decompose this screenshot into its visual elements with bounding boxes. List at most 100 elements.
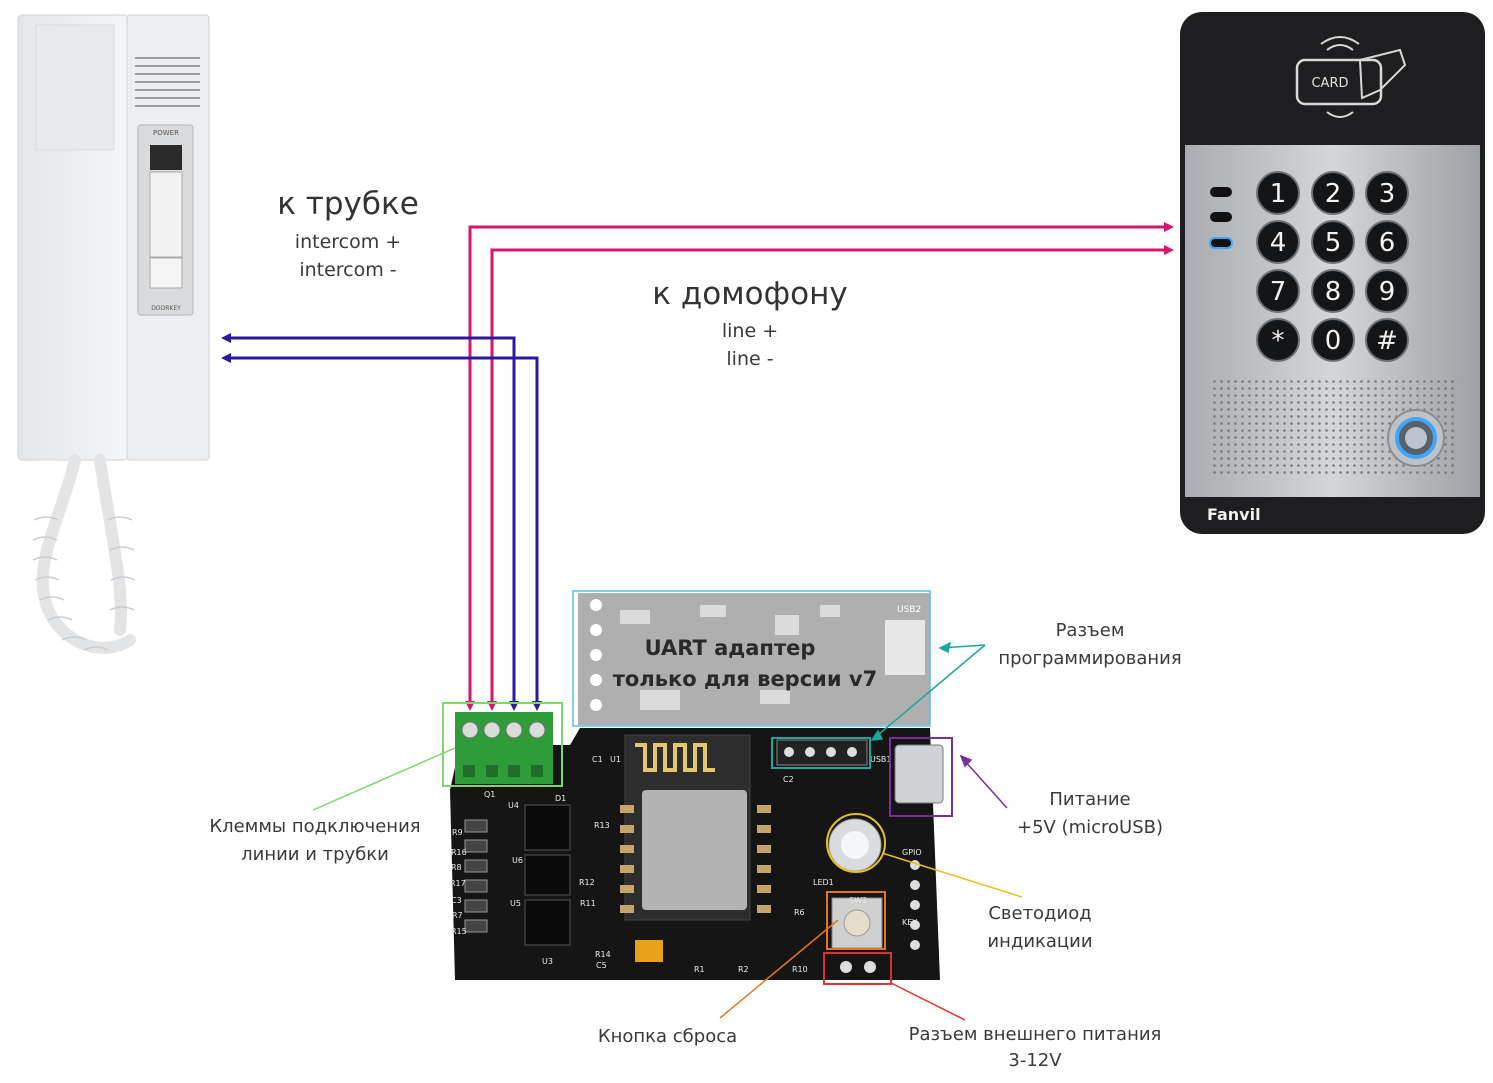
silk-r1: R1 bbox=[694, 965, 705, 974]
silk-u5: U5 bbox=[510, 899, 521, 908]
svg-text:*: * bbox=[1272, 326, 1285, 356]
ext-power-highlight-box bbox=[823, 952, 892, 985]
ext-power-label-line2: 3-12V bbox=[1008, 1050, 1062, 1071]
silk-r10: R10 bbox=[792, 965, 808, 974]
doorkey-label: DOORKEY bbox=[151, 305, 181, 312]
prog-callout-arrows bbox=[870, 641, 986, 741]
uart-adapter-board: USB2 bbox=[578, 593, 930, 725]
silk-q1: Q1 bbox=[484, 790, 495, 799]
svg-text:7: 7 bbox=[1270, 277, 1287, 307]
power-label: POWER bbox=[153, 129, 179, 137]
external-power-pads bbox=[840, 961, 876, 973]
silk-sw2: SW2 bbox=[849, 896, 867, 905]
svg-text:1: 1 bbox=[1270, 179, 1287, 209]
keypad-key-hash: # bbox=[1365, 318, 1409, 362]
silk-r7: R7 bbox=[452, 911, 463, 920]
led-label-line1: Светодиод bbox=[988, 903, 1092, 924]
uart-adapter-frame bbox=[572, 590, 931, 727]
svg-text:#: # bbox=[1376, 326, 1398, 356]
svg-text:8: 8 bbox=[1325, 277, 1342, 307]
brand-logo: Fanvil bbox=[1207, 505, 1261, 524]
silk-r11: R11 bbox=[580, 899, 596, 908]
power-label-line2: +5V (microUSB) bbox=[1016, 817, 1163, 838]
silk-u6: U6 bbox=[512, 856, 523, 865]
svg-text:3: 3 bbox=[1379, 179, 1396, 209]
led-highlight-circle bbox=[826, 813, 886, 873]
svg-text:0: 0 bbox=[1325, 326, 1342, 356]
keypad-key-1: 1 bbox=[1256, 171, 1300, 215]
power-callout-arrow bbox=[959, 754, 1008, 809]
silk-usb1: USB1 bbox=[870, 755, 892, 764]
power-label-line1: Питание bbox=[1049, 789, 1131, 810]
intercom-handset: POWER DOORKEY bbox=[17, 14, 210, 654]
programming-header bbox=[776, 739, 868, 766]
ext-power-callout-line bbox=[890, 982, 966, 1021]
prog-highlight-box bbox=[771, 737, 871, 769]
ext-power-label-line1: Разъем внешнего питания bbox=[908, 1024, 1162, 1045]
keypad-key-6: 6 bbox=[1365, 220, 1409, 264]
uart-silk-usb2: USB2 bbox=[897, 605, 921, 615]
uart-title: UART адаптер bbox=[644, 636, 816, 660]
handset-minus-label: intercom - bbox=[299, 259, 397, 281]
card-label: CARD bbox=[1311, 76, 1348, 91]
line-wires bbox=[221, 333, 542, 711]
silk-r12: R12 bbox=[579, 878, 595, 887]
keypad-key-8: 8 bbox=[1311, 269, 1355, 313]
silk-r9: R9 bbox=[452, 828, 463, 837]
prog-label-line1: Разъем bbox=[1055, 620, 1125, 641]
silk-r14: R14 bbox=[595, 950, 611, 959]
svg-text:2: 2 bbox=[1325, 179, 1342, 209]
handset-title: к трубке bbox=[277, 186, 419, 222]
prog-label-line2: программирования bbox=[998, 648, 1182, 669]
silk-r2: R2 bbox=[738, 965, 749, 974]
silk-u1: U1 bbox=[610, 755, 621, 764]
silk-r13: R13 bbox=[594, 821, 610, 830]
silk-key: KEY bbox=[902, 918, 917, 927]
silk-r15: R15 bbox=[451, 927, 467, 936]
panel-minus-label: line - bbox=[726, 348, 774, 370]
keypad-key-9: 9 bbox=[1365, 269, 1409, 313]
reset-callout-line bbox=[719, 919, 839, 1019]
svg-text:5: 5 bbox=[1325, 228, 1342, 258]
keypad: 1 2 3 4 5 6 7 8 9 * 0 # bbox=[1256, 171, 1409, 362]
silk-r16: R16 bbox=[451, 848, 467, 857]
terminal-block bbox=[455, 712, 553, 784]
power-highlight-box bbox=[889, 737, 953, 817]
keypad-key-3: 3 bbox=[1365, 171, 1409, 215]
keypad-key-7: 7 bbox=[1256, 269, 1300, 313]
silk-led1: LED1 bbox=[813, 878, 834, 887]
silk-r17: R17 bbox=[450, 879, 466, 888]
svg-text:9: 9 bbox=[1379, 277, 1396, 307]
call-button-icon bbox=[1387, 409, 1445, 467]
silk-d1: D1 bbox=[555, 794, 566, 803]
status-led bbox=[828, 818, 882, 872]
card-reader-icon: CARD bbox=[1295, 36, 1407, 118]
uart-subtitle: только для версии v7 bbox=[612, 667, 878, 691]
silk-c3: C3 bbox=[451, 896, 462, 905]
keypad-key-5: 5 bbox=[1311, 220, 1355, 264]
led-callout-line bbox=[881, 852, 1023, 898]
silk-gpio: GPIO bbox=[902, 848, 922, 857]
reset-highlight-box bbox=[826, 891, 886, 950]
silk-c5: C5 bbox=[596, 961, 607, 970]
terminals-label-line1: Клеммы подключения bbox=[209, 816, 421, 837]
svg-text:6: 6 bbox=[1379, 228, 1396, 258]
panel-title: к домофону bbox=[652, 276, 848, 312]
silk-r8: R8 bbox=[451, 863, 462, 872]
svg-text:4: 4 bbox=[1270, 228, 1287, 258]
keypad-key-2: 2 bbox=[1311, 171, 1355, 215]
intercom-wires bbox=[465, 222, 1174, 711]
microusb-port bbox=[894, 744, 944, 804]
silk-c2: C2 bbox=[783, 775, 794, 784]
terminal-callout-line bbox=[312, 747, 456, 811]
reset-label: Кнопка сброса bbox=[597, 1026, 738, 1047]
silk-c1: C1 bbox=[592, 755, 603, 764]
door-panel: CARD 1 2 3 4 5 6 7 8 9 * 0 # Fanvil bbox=[1180, 12, 1485, 534]
keypad-key-4: 4 bbox=[1256, 220, 1300, 264]
silk-u4: U4 bbox=[508, 801, 519, 810]
led-label-line2: индикации bbox=[987, 931, 1093, 952]
keypad-key-0: 0 bbox=[1311, 318, 1355, 362]
terminals-label-line2: линии и трубки bbox=[241, 844, 389, 865]
keypad-key-star: * bbox=[1256, 318, 1300, 362]
